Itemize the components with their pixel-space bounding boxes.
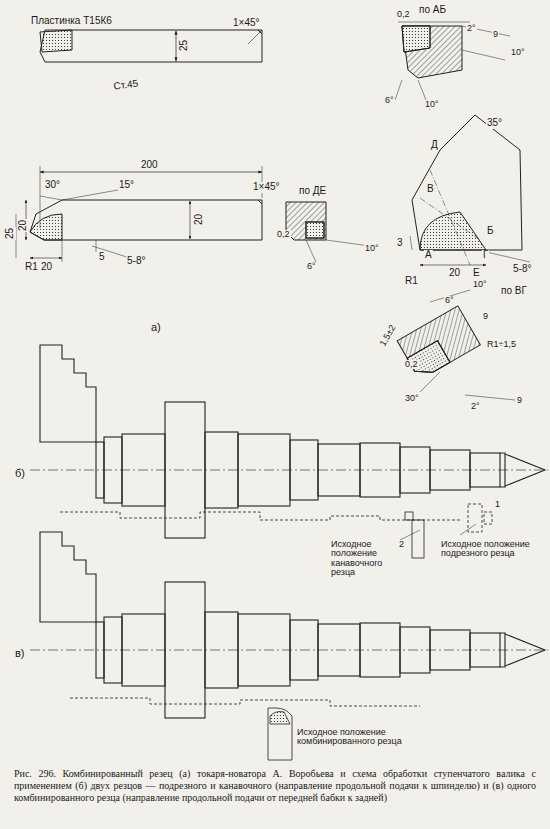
dimension-label: 1 xyxy=(494,500,501,509)
dimension-label: 20 xyxy=(194,213,205,226)
dimension-label: 6° xyxy=(384,96,395,105)
dimension-label: R1÷1,5 xyxy=(486,340,517,349)
dimension-label: 6° xyxy=(444,296,455,305)
dimension-label: 2 xyxy=(398,540,405,549)
dimension-label: R1 xyxy=(24,262,39,273)
dimension-label: 15° xyxy=(118,180,135,191)
dimension-label: 200 xyxy=(140,160,159,171)
dimension-label: 10° xyxy=(424,100,440,109)
dimension-label: В xyxy=(426,184,435,195)
dimension-label: 1×45° xyxy=(232,18,261,29)
shaft-stroke xyxy=(40,532,96,622)
dimension-label: 3 xyxy=(396,238,404,249)
dimension-label: 30° xyxy=(44,180,61,191)
dimension-label: 20 xyxy=(40,262,53,273)
dimension-label: 9 xyxy=(492,30,499,39)
dimension-label: 20 xyxy=(448,268,461,279)
dimension-label: 25 xyxy=(5,227,16,240)
dimension-label: 10° xyxy=(364,244,380,253)
dimension-label: б) xyxy=(14,468,26,480)
dimension-label: Исходное положение подрезного резца xyxy=(440,540,532,559)
dimension-label: 1,5±2 xyxy=(378,323,398,349)
dimension-label: 0,2 xyxy=(276,230,291,239)
dimension-label: 6° xyxy=(306,262,317,271)
dimension-label: по ВГ xyxy=(500,286,528,297)
dimension-label: 5-8° xyxy=(126,256,146,267)
dimension-label: 1×45° xyxy=(252,182,281,193)
dimension-label: А xyxy=(424,250,433,261)
dimension-label: 30° xyxy=(404,394,420,403)
dimension-label: 5-8° xyxy=(512,264,532,275)
dimension-label: по АБ xyxy=(418,5,447,16)
dimension-label: 9 xyxy=(482,312,489,321)
dimension-label: по ДЕ xyxy=(298,186,327,197)
shaft-stroke xyxy=(30,650,548,651)
dimension-label: 0,2 xyxy=(396,10,411,19)
figure-caption: Рис. 296. Комбинированный резец (а) тока… xyxy=(14,768,536,805)
dimension-label: 25 xyxy=(179,39,190,52)
dimension-label: 35° xyxy=(486,118,503,129)
dimension-label: Пластинка Т15К6 xyxy=(30,16,113,27)
dimension-label: 9 xyxy=(516,396,523,405)
shaft-stroke xyxy=(30,470,548,471)
dimension-label: Г xyxy=(482,250,489,261)
dimension-label: 20 xyxy=(18,219,29,232)
dimension-label: 10° xyxy=(510,48,526,57)
shaft-stroke xyxy=(40,345,96,442)
dimension-label: R1 xyxy=(404,276,419,287)
dimension-label: 2° xyxy=(466,24,477,33)
dimension-label: а) xyxy=(150,322,162,334)
dimension-label: Исходное положение комбинированного резц… xyxy=(296,728,408,747)
dimension-label: Д xyxy=(430,140,439,151)
dimension-label: 0,2 xyxy=(404,360,419,369)
dimension-label: Е xyxy=(472,268,481,279)
dimension-label: 5 xyxy=(98,252,106,263)
dimension-label: в) xyxy=(14,648,26,660)
dimension-label: 2° xyxy=(470,402,481,411)
dimension-label: Исходное положение канавочного резца xyxy=(330,540,402,578)
dimension-label: Б xyxy=(486,226,495,237)
dimension-label: Ст.45 xyxy=(112,78,140,92)
dimension-label: 10° xyxy=(472,280,488,289)
